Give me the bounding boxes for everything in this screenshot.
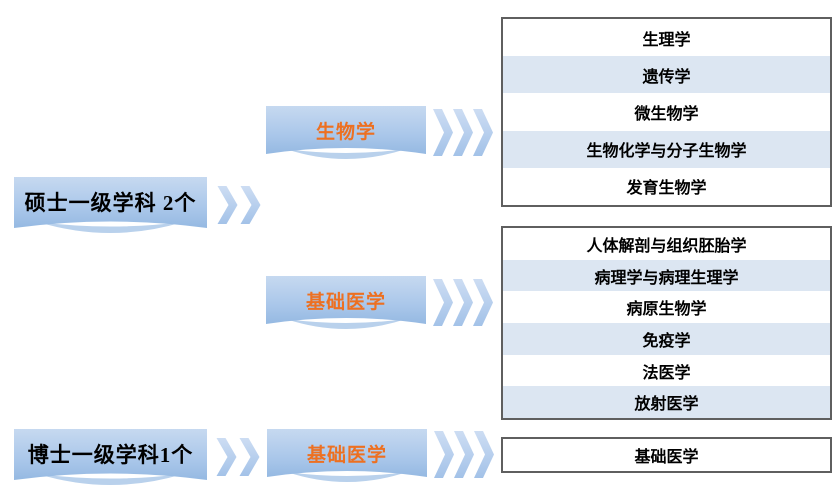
banner-body bbox=[14, 177, 207, 228]
list-row: 放射医学 bbox=[503, 386, 830, 419]
chevron-icon bbox=[216, 438, 237, 476]
chevron-icon bbox=[453, 109, 473, 156]
banner-body bbox=[266, 106, 426, 154]
chevron-icon bbox=[473, 279, 493, 326]
list-item-text: 基础医学 bbox=[634, 449, 699, 466]
node-basic-medicine-master-label: 基础医学 bbox=[305, 291, 386, 313]
chevron-icon bbox=[474, 431, 494, 478]
list-row: 遗传学 bbox=[503, 56, 830, 94]
list-biology-subjects: 生理学 遗传学 微生物学 生物化学与分子生物学 发育生物学 bbox=[501, 17, 832, 207]
list-item-text: 遗传学 bbox=[642, 68, 691, 86]
banner-wave-shape bbox=[266, 106, 426, 159]
chevron-icon bbox=[433, 279, 453, 326]
chevron-flow-biology bbox=[433, 109, 493, 156]
list-item-text: 病原生物学 bbox=[626, 301, 707, 319]
node-doctor-level-disciplines: 博士一级学科1个 bbox=[14, 429, 207, 497]
banner-wave-shape bbox=[266, 276, 426, 329]
banner-body bbox=[266, 276, 426, 324]
list-row: 病原生物学 bbox=[503, 291, 830, 323]
list-row: 病理学与病理生理学 bbox=[503, 259, 830, 292]
banner-underwave bbox=[286, 319, 406, 329]
list-row: 发育生物学 bbox=[503, 168, 830, 205]
node-master-label: 硕士一级学科 2个 bbox=[24, 191, 197, 215]
list-row: 微生物学 bbox=[503, 93, 830, 130]
banner-body bbox=[267, 429, 427, 477]
list-row: 生物化学与分子生物学 bbox=[503, 130, 830, 168]
node-biology-label: 生物学 bbox=[315, 121, 376, 143]
list-basic-medicine-subjects: 人体解剖与组织胚胎学 病理学与病理生理学 病原生物学 免疫学 法医学 放射医学 bbox=[501, 226, 832, 420]
banner-underwave bbox=[38, 474, 183, 485]
chevron-icon bbox=[453, 279, 473, 326]
node-biology: 生物学 bbox=[266, 106, 426, 170]
chevron-flow-basic-medicine-doctor bbox=[434, 431, 494, 478]
list-row: 人体解剖与组织胚胎学 bbox=[503, 228, 830, 260]
chevron-icon bbox=[473, 109, 493, 156]
chevron-icon bbox=[239, 438, 260, 476]
banner-underwave bbox=[38, 222, 183, 233]
banner-underwave bbox=[287, 472, 407, 482]
list-item-text: 生理学 bbox=[642, 31, 691, 49]
node-master-level-disciplines: 硕士一级学科 2个 bbox=[14, 177, 207, 245]
node-doctor-label: 博士一级学科1个 bbox=[27, 443, 194, 467]
chevron-flow-doctor bbox=[216, 438, 260, 476]
banner-wave-shape bbox=[14, 177, 207, 233]
banner-body bbox=[14, 429, 207, 480]
list-item-text: 病理学与病理生理学 bbox=[594, 269, 739, 287]
node-basic-medicine-doctor: 基础医学 bbox=[267, 429, 427, 493]
list-item-text: 发育生物学 bbox=[626, 180, 707, 198]
list-item-text: 法医学 bbox=[642, 364, 691, 382]
node-basic-medicine-doctor-label: 基础医学 bbox=[306, 444, 387, 466]
list-row: 法医学 bbox=[503, 355, 830, 387]
banner-wave-shape bbox=[267, 429, 427, 482]
list-item-text: 微生物学 bbox=[634, 106, 699, 123]
list-row: 基础医学 bbox=[503, 439, 830, 471]
chevron-flow-basic-medicine bbox=[433, 279, 493, 326]
list-doctor-basic-medicine: 基础医学 bbox=[501, 437, 832, 473]
banner-wave-shape bbox=[14, 429, 207, 485]
list-row: 生理学 bbox=[503, 19, 830, 56]
chevron-icon bbox=[217, 186, 238, 224]
list-item-text: 免疫学 bbox=[642, 332, 691, 350]
chevron-icon bbox=[434, 431, 454, 478]
node-basic-medicine-master: 基础医学 bbox=[266, 276, 426, 340]
list-item-text: 生物化学与分子生物学 bbox=[586, 143, 747, 161]
chevron-flow-master bbox=[217, 186, 261, 224]
list-item-text: 放射医学 bbox=[634, 396, 699, 414]
chevron-icon bbox=[433, 109, 453, 156]
chevron-icon bbox=[454, 431, 474, 478]
banner-underwave bbox=[286, 149, 406, 159]
list-item-text: 人体解剖与组织胚胎学 bbox=[586, 237, 747, 255]
list-row: 免疫学 bbox=[503, 323, 830, 355]
chevron-icon bbox=[240, 186, 261, 224]
